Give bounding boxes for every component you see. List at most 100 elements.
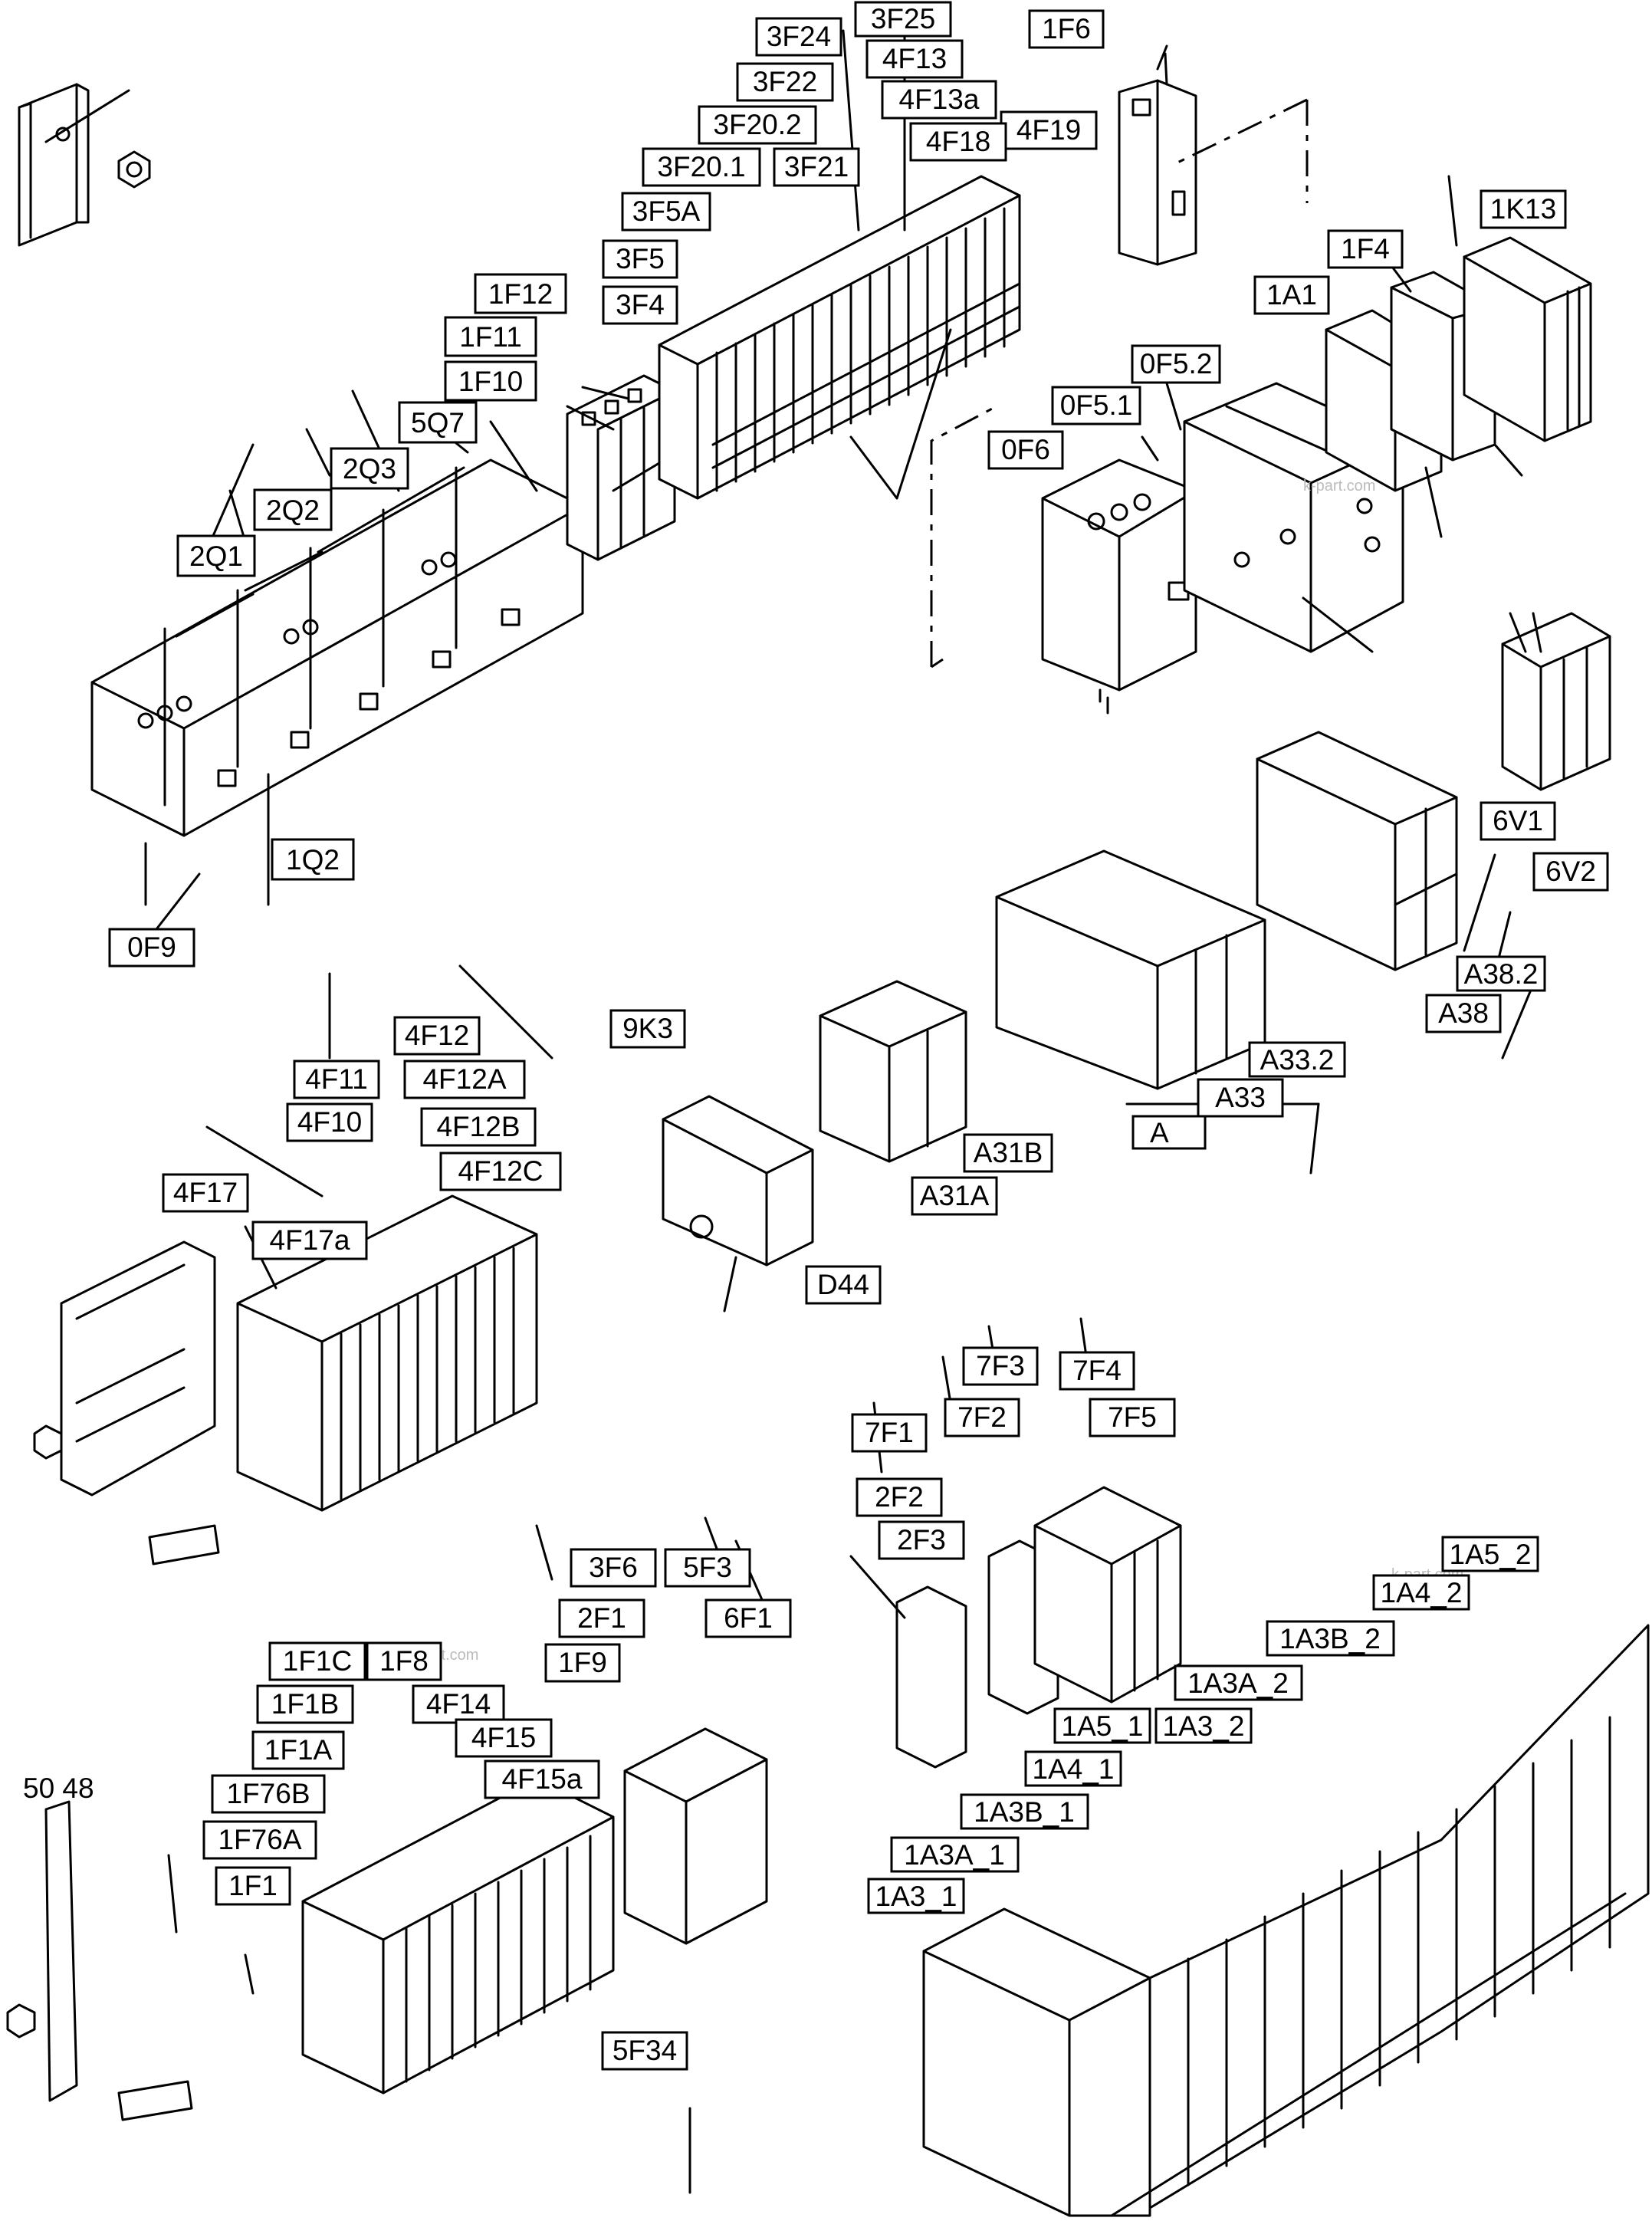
label-1A3B-1: 1A3B_1 xyxy=(960,1793,1089,1830)
relay-9K3 xyxy=(662,1095,814,1313)
svg-text:6V2: 6V2 xyxy=(1545,856,1596,887)
svg-text:3F22: 3F22 xyxy=(753,66,817,97)
box-A38 xyxy=(1256,731,1458,971)
rail-label: 50 48 xyxy=(23,1773,94,1804)
label-1A5-1: 1A5_1 xyxy=(1053,1707,1151,1744)
svg-text:6F1: 6F1 xyxy=(724,1602,773,1634)
svg-text:A: A xyxy=(1150,1117,1169,1148)
label-0F6: 0F6 xyxy=(987,430,1064,470)
label-5F3: 5F3 xyxy=(664,1548,751,1588)
svg-text:1A3A_2: 1A3A_2 xyxy=(1187,1667,1289,1699)
breaker-row-2Q xyxy=(90,458,584,906)
svg-text:1A5_1: 1A5_1 xyxy=(1062,1710,1144,1742)
label-3F24: 3F24 xyxy=(755,17,842,57)
label-1A3-2: 1A3_2 xyxy=(1154,1707,1253,1744)
label-7F4: 7F4 xyxy=(1059,1351,1135,1391)
breaker-rail-3F xyxy=(658,175,1021,500)
svg-text:A33: A33 xyxy=(1215,1082,1266,1113)
svg-text:1F1C: 1F1C xyxy=(283,1645,352,1677)
label-4F12A: 4F12A xyxy=(403,1060,526,1099)
breaker-cluster-1F10 xyxy=(566,374,691,561)
svg-text:A33.2: A33.2 xyxy=(1260,1044,1335,1076)
svg-text:1F76B: 1F76B xyxy=(226,1778,310,1809)
svg-text:2Q1: 2Q1 xyxy=(189,540,243,572)
svg-text:3F5: 3F5 xyxy=(616,243,665,274)
svg-text:1F1: 1F1 xyxy=(228,1870,278,1901)
svg-text:2F2: 2F2 xyxy=(875,1481,924,1513)
label-7F1: 7F1 xyxy=(851,1413,928,1453)
svg-text:4F12C: 4F12C xyxy=(458,1155,543,1187)
label-0F5-1: 0F5.1 xyxy=(1051,386,1141,425)
label-1F1C: 1F1C xyxy=(268,1641,366,1681)
svg-text:1F8: 1F8 xyxy=(379,1645,429,1677)
svg-text:1A3B_2: 1A3B_2 xyxy=(1279,1623,1381,1654)
label-2Q3: 2Q3 xyxy=(330,447,409,490)
svg-text:1F1A: 1F1A xyxy=(264,1734,333,1766)
svg-text:3F20.1: 3F20.1 xyxy=(657,151,745,182)
svg-text:3F24: 3F24 xyxy=(767,21,831,52)
label-D44: D44 xyxy=(805,1265,882,1305)
svg-text:7F5: 7F5 xyxy=(1108,1401,1157,1433)
svg-text:4F11: 4F11 xyxy=(305,1063,368,1095)
svg-text:4F10: 4F10 xyxy=(297,1106,362,1138)
module-A31 xyxy=(819,980,967,1163)
svg-text:3F21: 3F21 xyxy=(784,151,849,182)
label-3F20-1: 3F20.1 xyxy=(642,147,761,187)
label-4F12B: 4F12B xyxy=(420,1107,537,1147)
svg-text:A31A: A31A xyxy=(920,1180,990,1211)
relay-bank-1A xyxy=(922,1624,1650,2217)
label-7F2: 7F2 xyxy=(944,1398,1020,1437)
label-A38-2: A38.2 xyxy=(1456,955,1546,992)
svg-text:1A3A_1: 1A3A_1 xyxy=(904,1839,1005,1871)
label-4F12C: 4F12C xyxy=(439,1152,562,1191)
label-2Q2: 2Q2 xyxy=(253,488,333,531)
svg-text:4F17a: 4F17a xyxy=(270,1224,350,1256)
label-4F18: 4F18 xyxy=(909,122,1007,162)
label-7F5: 7F5 xyxy=(1089,1398,1176,1437)
label-1F8: 1F8 xyxy=(366,1641,442,1681)
label-3F5: 3F5 xyxy=(602,239,678,279)
label-3F22: 3F22 xyxy=(736,62,834,102)
callout-labels: 1F6 3F24 3F25 4F13 3F22 4F13a 3F20.2 4F1… xyxy=(108,1,1609,2071)
breaker-row-1F xyxy=(6,1727,768,2121)
svg-text:D44: D44 xyxy=(817,1269,869,1300)
svg-text:1F4: 1F4 xyxy=(1341,233,1390,264)
label-4F19: 4F19 xyxy=(1000,110,1098,150)
svg-text:0F5.2: 0F5.2 xyxy=(1140,348,1213,379)
relay-1K13 xyxy=(1463,236,1592,442)
breaker-group-7F xyxy=(895,1486,1182,1769)
svg-text:5Q7: 5Q7 xyxy=(411,407,465,439)
svg-text:1F11: 1F11 xyxy=(459,321,522,353)
svg-text:4F15: 4F15 xyxy=(471,1722,536,1753)
svg-text:4F15a: 4F15a xyxy=(502,1763,583,1795)
svg-text:2F1: 2F1 xyxy=(577,1602,626,1634)
label-4F13: 4F13 xyxy=(865,39,964,79)
label-1F11: 1F11 xyxy=(444,316,537,357)
label-4F17a: 4F17a xyxy=(251,1221,368,1260)
svg-text:1A5_2: 1A5_2 xyxy=(1450,1539,1532,1570)
svg-text:0F6: 0F6 xyxy=(1001,434,1050,465)
label-6V2: 6V2 xyxy=(1532,852,1609,892)
svg-text:7F2: 7F2 xyxy=(957,1401,1007,1433)
svg-text:2Q2: 2Q2 xyxy=(266,494,320,526)
label-1F4: 1F4 xyxy=(1327,229,1404,269)
enclosure-outline xyxy=(930,98,1309,669)
svg-text:7F3: 7F3 xyxy=(976,1350,1025,1382)
label-4F12: 4F12 xyxy=(393,1016,481,1056)
svg-text:3F25: 3F25 xyxy=(871,3,935,34)
label-3F25: 3F25 xyxy=(854,1,952,38)
label-1F10: 1F10 xyxy=(444,360,537,402)
svg-text:1K13: 1K13 xyxy=(1490,193,1556,225)
label-4F11: 4F11 xyxy=(293,1060,380,1099)
label-1F76B: 1F76B xyxy=(211,1774,326,1814)
label-4F14: 4F14 xyxy=(412,1684,505,1724)
svg-text:5F34: 5F34 xyxy=(613,2035,677,2066)
svg-text:3F4: 3F4 xyxy=(616,289,665,320)
svg-text:1F76A: 1F76A xyxy=(218,1824,301,1855)
label-3F4: 3F4 xyxy=(602,285,678,325)
label-A33-2: A33.2 xyxy=(1248,1041,1346,1078)
label-1F12: 1F12 xyxy=(474,273,567,314)
label-A33: A33 xyxy=(1197,1078,1284,1118)
label-1F1: 1F1 xyxy=(215,1866,291,1906)
